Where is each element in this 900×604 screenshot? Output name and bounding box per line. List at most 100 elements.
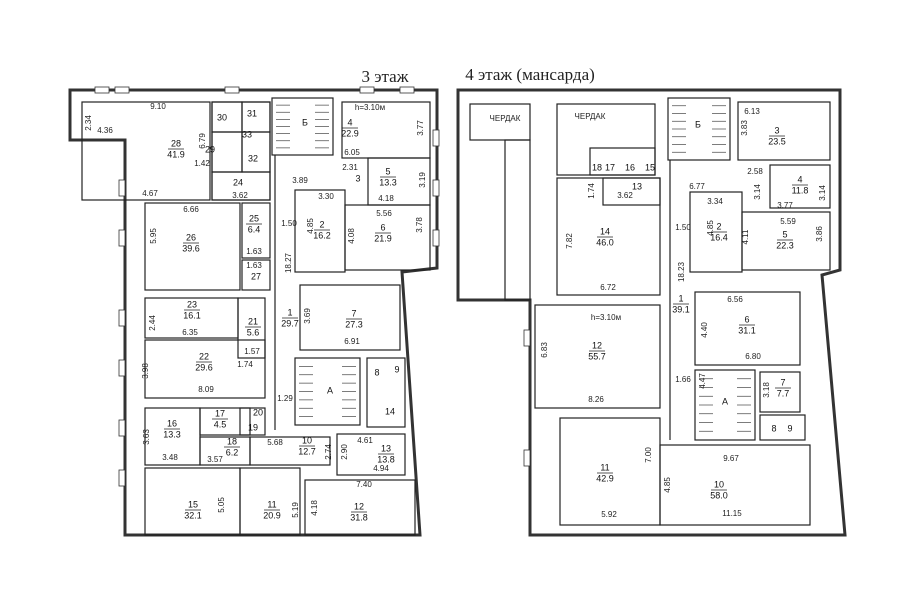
room-wall xyxy=(659,444,811,526)
dimension-label: 6.13 xyxy=(744,107,760,116)
room-wall xyxy=(241,259,271,291)
room-area: 39.1 xyxy=(672,304,690,314)
dimension-label: 6.66 xyxy=(183,205,199,214)
dimension-label: 3.34 xyxy=(707,197,723,206)
room-label: 8 xyxy=(771,423,776,433)
dimension-label: 5.92 xyxy=(601,510,617,519)
dimension-label: 3.57 xyxy=(207,455,223,464)
room-number: 7 xyxy=(351,308,356,318)
dimension-label: 3.69 xyxy=(303,308,312,324)
window xyxy=(94,86,110,94)
room-wall xyxy=(81,101,211,201)
dimension-label: 4.08 xyxy=(347,228,356,244)
dimension-label: 3.78 xyxy=(415,217,424,233)
room-label: 27 xyxy=(251,271,261,281)
room-area: 41.9 xyxy=(167,149,185,159)
window xyxy=(432,179,440,197)
room-area: 21.9 xyxy=(374,233,392,243)
window xyxy=(399,86,415,94)
dimension-label: 3.18 xyxy=(762,382,771,398)
window xyxy=(118,359,126,377)
room-area: 6.2 xyxy=(226,447,239,457)
dimension-label: 4.18 xyxy=(310,500,319,516)
room-number: 2 xyxy=(716,221,721,231)
room-wall xyxy=(304,479,416,536)
window xyxy=(359,86,375,94)
window xyxy=(432,229,440,247)
dimension-label: 6.79 xyxy=(198,133,207,149)
dimension-label: 4.47 xyxy=(698,373,707,389)
room-number: 5 xyxy=(782,229,787,239)
room-area: 13.3 xyxy=(379,177,397,187)
dimension-label: 9.67 xyxy=(723,454,739,463)
dimension-label: 4.11 xyxy=(741,229,750,245)
room-number: 7 xyxy=(780,377,785,387)
dimension-label: 11.15 xyxy=(722,509,742,518)
room-area: 22.3 xyxy=(776,240,794,250)
room-area: 4.5 xyxy=(214,419,227,429)
dimension-label: 8.26 xyxy=(588,395,604,404)
room-label: ЧЕРДАК xyxy=(575,112,606,121)
room-area: 46.0 xyxy=(596,237,614,247)
room-number: 16 xyxy=(167,418,177,428)
room-number: 2 xyxy=(319,219,324,229)
room-wall xyxy=(534,304,661,409)
room-area: 39.6 xyxy=(182,243,200,253)
room-area: 31.1 xyxy=(738,325,756,335)
dimension-label: 4.36 xyxy=(97,126,113,135)
room-label: 13 xyxy=(632,181,642,191)
room-wall xyxy=(589,147,656,176)
room-wall xyxy=(299,284,401,351)
outer-wall-floor-3 xyxy=(68,88,439,537)
dimension-label: 4.61 xyxy=(357,436,373,445)
room-area: 11.8 xyxy=(792,185,809,195)
room-wall xyxy=(741,211,831,271)
room-label: 33 xyxy=(242,129,252,139)
room-wall xyxy=(759,371,801,413)
room-label: Б xyxy=(695,119,701,129)
room-wall xyxy=(211,131,243,173)
room-wall xyxy=(294,189,346,273)
dimension-label: 5.59 xyxy=(780,217,796,226)
outer-wall-floor-4 xyxy=(456,88,847,537)
dimension-label: 4.40 xyxy=(700,322,709,338)
room-number: 12 xyxy=(354,501,364,511)
room-number: 4 xyxy=(797,174,802,184)
dimension-label: 9.10 xyxy=(150,102,166,111)
room-area: 32.1 xyxy=(184,510,202,520)
room-area: 16.2 xyxy=(313,230,331,240)
dimension-label: 4.67 xyxy=(142,189,158,198)
dimension-label: 7.40 xyxy=(356,480,372,489)
room-label: 9 xyxy=(787,423,792,433)
dimension-label: 18.23 xyxy=(677,261,686,282)
dimension-label: 4.85 xyxy=(706,220,715,236)
window xyxy=(118,469,126,487)
dimension-label: 1.50 xyxy=(675,223,691,232)
room-number: 11 xyxy=(600,462,609,472)
room-label: 16 xyxy=(625,162,635,172)
dimension-label: 3.86 xyxy=(815,226,824,242)
room-area: 5.6 xyxy=(247,327,260,337)
room-number: 1 xyxy=(287,307,292,317)
dimension-label: 1.29 xyxy=(277,394,293,403)
room-area: 58.0 xyxy=(710,490,728,500)
window xyxy=(224,86,240,94)
room-wall xyxy=(469,103,531,141)
dimension-label: 3.89 xyxy=(292,176,308,185)
room-wall xyxy=(667,97,731,161)
room-wall xyxy=(239,467,301,536)
dimension-label: 18.27 xyxy=(284,252,293,273)
window xyxy=(432,129,440,147)
room-wall xyxy=(559,417,661,526)
room-area: 16.4 xyxy=(710,232,728,242)
dimension-label: 1.66 xyxy=(675,375,691,384)
room-label: 30 xyxy=(217,112,227,122)
room-number: 23 xyxy=(187,299,197,309)
room-number: 5 xyxy=(385,166,390,176)
dimension-label: 3.14 xyxy=(818,185,827,201)
dimension-label: 3.77 xyxy=(416,120,425,136)
dimension-label: 3.48 xyxy=(162,453,178,462)
room-label: 20 xyxy=(253,407,263,417)
dimension-label: 6.91 xyxy=(344,337,360,346)
